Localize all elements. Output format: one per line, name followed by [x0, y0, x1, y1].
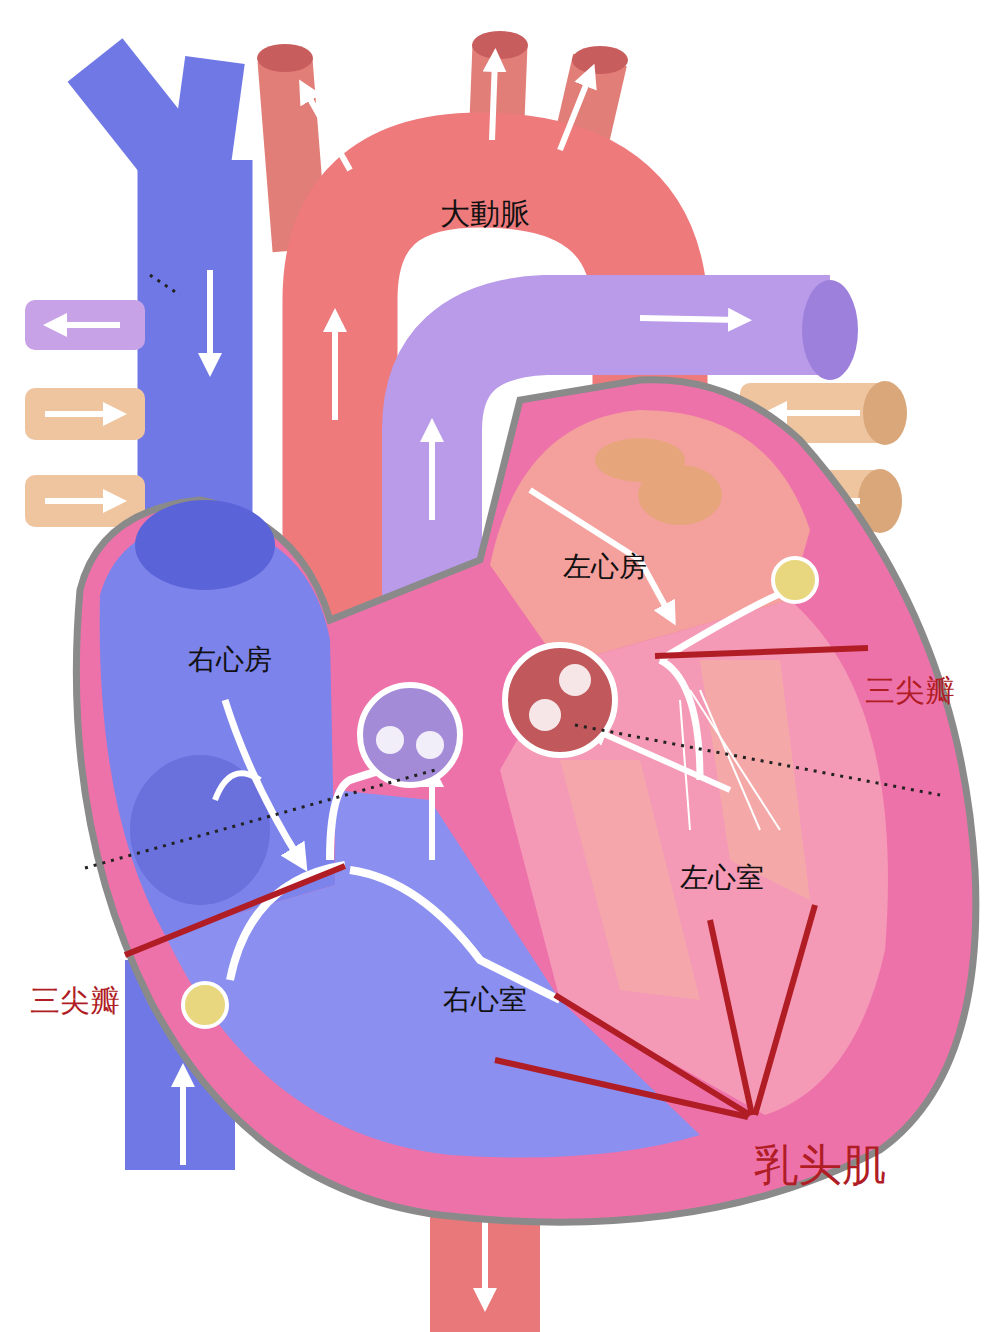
heart-wall [76, 380, 976, 1223]
leader-lines [125, 648, 868, 1117]
valves-part [416, 731, 444, 759]
leader-lines-part [710, 920, 752, 1115]
left-ventricle [500, 590, 888, 1115]
leader-lines-part [655, 648, 868, 656]
left-atrium-part [530, 490, 640, 560]
valves-part [559, 664, 591, 696]
pulmonary-veins-part [863, 381, 907, 445]
aorta-part [560, 75, 590, 150]
valves-part [360, 685, 460, 785]
valves-part [529, 699, 561, 731]
aorta-part [257, 44, 313, 72]
left-vessels [25, 300, 145, 527]
part-label: 左心房 [563, 552, 647, 583]
valves-part [376, 726, 404, 754]
left-atrium-part [638, 465, 722, 525]
part-label: 左心室 [680, 863, 764, 894]
right-atrium-part [135, 500, 275, 590]
right-ventricle-part [350, 870, 560, 1000]
left-vessels-part [45, 498, 115, 504]
heart-wall-part [76, 380, 976, 1223]
dotted-lines-part [150, 275, 180, 295]
left-ventricle-part [680, 700, 690, 830]
leader-lines-part [755, 905, 815, 1115]
left-vessels-part [45, 411, 115, 417]
left-vessels-part [55, 322, 120, 328]
left-ventricle-part [560, 760, 700, 1000]
aorta-part [492, 60, 495, 140]
valves-part [505, 645, 615, 755]
valves [183, 558, 817, 1027]
pulmonary-artery-part [802, 280, 858, 380]
leader-lines-part [125, 866, 345, 955]
left-vessels-part [25, 300, 145, 350]
part-label: 三尖瓣 [30, 984, 120, 1017]
pulmonary-artery-part [429, 430, 435, 520]
right-atrium [100, 500, 335, 935]
dotted-lines [85, 275, 940, 868]
vena-cava-part [207, 270, 213, 365]
left-ventricle-part [700, 690, 760, 830]
flow-arrows-part [225, 700, 300, 860]
flow-arrows-part [215, 773, 260, 800]
left-ventricle-part [690, 690, 780, 830]
dotted-lines-part [85, 770, 435, 868]
leader-lines-part [495, 1060, 748, 1117]
aorta-part [572, 46, 628, 74]
vena-cava-part [200, 60, 215, 170]
right-atrium-part [130, 755, 270, 905]
pulmonary-artery-part [640, 318, 740, 320]
part-label: 三尖瓣 [865, 674, 955, 707]
part-label: 乳头肌 [754, 1141, 886, 1189]
aorta-part [332, 320, 338, 420]
aorta-part [472, 31, 528, 59]
aorta-part [305, 90, 350, 170]
valves-part [183, 983, 227, 1027]
valves-part [773, 558, 817, 602]
part-label: 右心室 [443, 985, 527, 1016]
right-ventricle-part [230, 865, 345, 980]
left-ventricle-part [500, 600, 888, 1115]
left-vessels-part [25, 388, 145, 440]
dotted-lines-part [575, 725, 940, 795]
left-ventricle-part [595, 730, 730, 790]
flow-arrows [215, 700, 300, 860]
right-ventricle-part [429, 775, 435, 860]
pulmonary-veins-part [775, 410, 860, 416]
part-label: 大動脈 [440, 197, 530, 230]
vena-cava-part [180, 1075, 186, 1165]
part-label: 右心房 [188, 645, 272, 676]
